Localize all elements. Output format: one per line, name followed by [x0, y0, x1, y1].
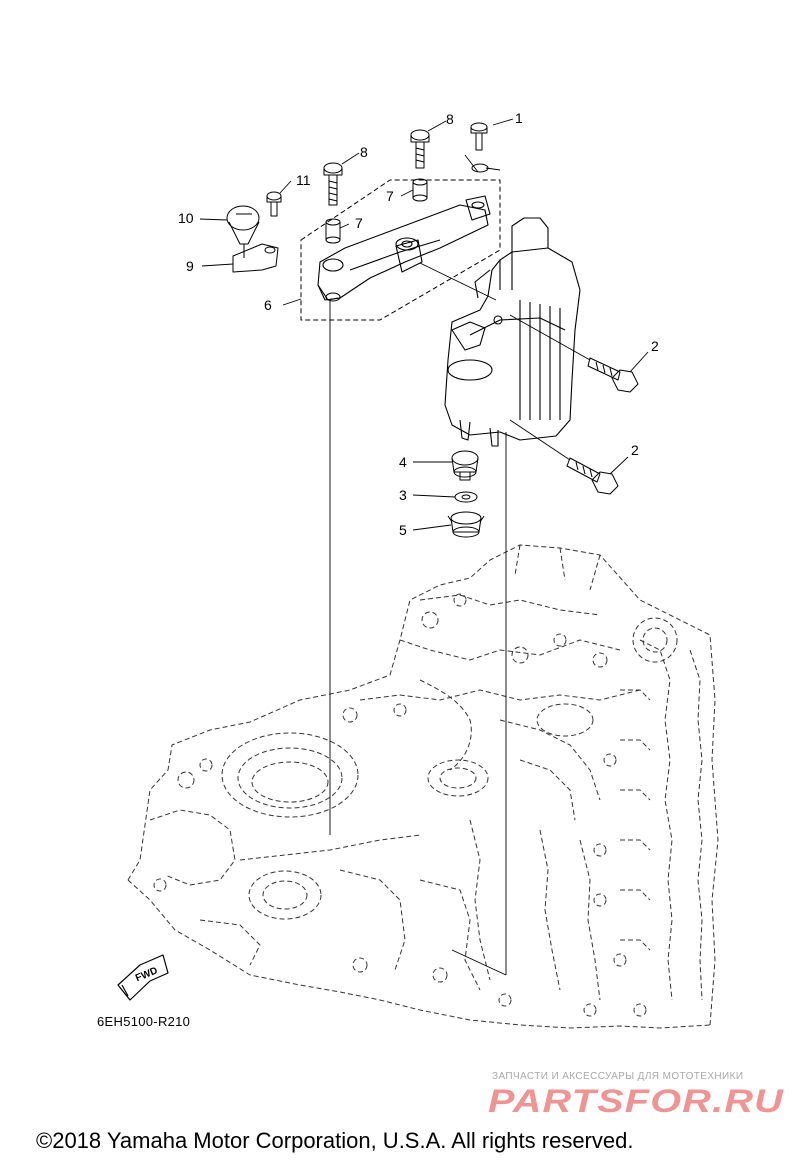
callout-10: 10 — [178, 210, 194, 226]
assembly-guide-lines — [329, 154, 591, 976]
bracket-assembly-box — [300, 179, 501, 321]
callout-1: 1 — [515, 110, 523, 126]
fwd-arrow-icon — [117, 954, 169, 1001]
bolt-2-lower — [566, 457, 619, 495]
callout-9: 9 — [186, 258, 194, 274]
engine-block — [127, 544, 719, 1029]
callout-2-upper: 2 — [651, 338, 659, 354]
callout-3: 3 — [399, 487, 407, 503]
collar-7-left — [325, 218, 341, 244]
washer-3 — [454, 491, 478, 503]
bolt-8-right — [410, 129, 430, 169]
bolt-2-upper — [587, 357, 639, 393]
bolt-1 — [470, 122, 501, 173]
svg-text:PARTSFOR.RU: PARTSFOR.RU — [488, 1083, 784, 1118]
starter-motor — [444, 217, 581, 447]
callout-7-left: 7 — [355, 215, 363, 231]
fwd-label: FWD — [134, 965, 159, 984]
bracket-arm — [317, 195, 491, 302]
diagram-reference-code: 6EH5100-R210 — [97, 1014, 191, 1029]
copyright-notice: ©2018 Yamaha Motor Corporation, U.S.A. A… — [36, 1128, 634, 1153]
collar-7-right — [412, 178, 428, 202]
watermark-logo: PARTSFOR.RU — [488, 1083, 784, 1118]
callout-8-left: 8 — [360, 144, 368, 160]
exploded-parts-diagram: FWD — [117, 118, 719, 1029]
bolt-11 — [266, 191, 282, 217]
callout-11: 11 — [296, 172, 311, 188]
sensor-10 — [226, 205, 260, 258]
callout-2-lower: 2 — [631, 442, 639, 458]
callout-4: 4 — [399, 454, 407, 470]
grommet-4 — [451, 450, 479, 481]
cap-5 — [447, 511, 485, 538]
leader-lines — [199, 118, 649, 531]
callout-5: 5 — [399, 522, 407, 538]
callout-6: 6 — [264, 297, 272, 313]
callout-7-right: 7 — [386, 188, 394, 204]
plate-9 — [232, 243, 279, 273]
bolt-8-left — [323, 162, 343, 206]
callout-8-right: 8 — [446, 111, 454, 127]
watermark-caption: ЗАПЧАСТИ И АКСЕССУАРЫ ДЛЯ МОТОТЕХНИКИ — [492, 1071, 744, 1082]
